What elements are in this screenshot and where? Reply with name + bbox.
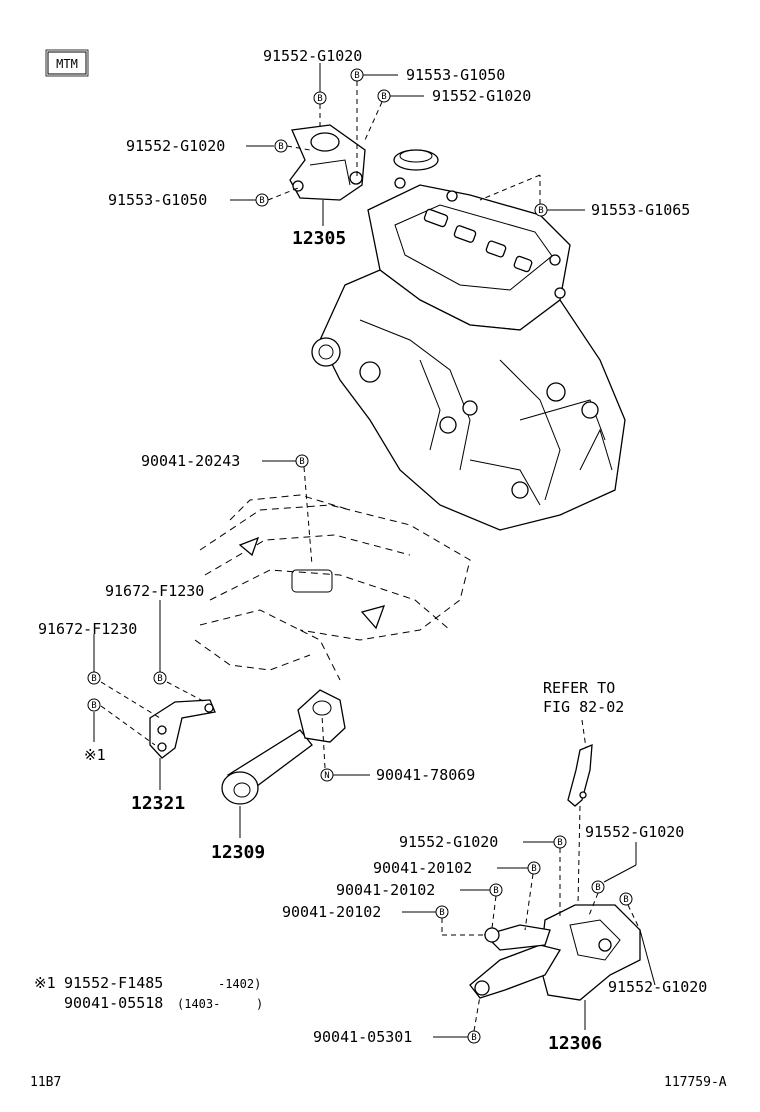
- torque-rod-12309: [221, 689, 346, 805]
- part-number-label: 91553-G1050: [406, 66, 505, 84]
- svg-text:B: B: [278, 142, 283, 152]
- part-number-label: 90041-05301: [313, 1028, 412, 1046]
- reference-bracket: [567, 743, 593, 807]
- vehicle-frame-outline: [194, 494, 471, 681]
- part-number-label: 91552-G1020: [263, 47, 362, 65]
- assembly-number-label: 12321: [131, 793, 185, 814]
- footer-left-code: 11B7: [30, 1075, 61, 1090]
- part-number-label: 91672-F1230: [105, 582, 204, 600]
- bolt-marker: B: [153, 671, 167, 685]
- bolt-marker: B: [467, 1030, 481, 1044]
- bolt-marker: B: [435, 905, 449, 919]
- svg-text:B: B: [531, 864, 536, 874]
- bolt-marker: B: [274, 139, 288, 153]
- svg-text:B: B: [557, 838, 562, 848]
- part-number-label: 90041-20102: [282, 903, 381, 921]
- footnote-date-range: (1403-: [177, 997, 220, 1011]
- svg-text:B: B: [299, 457, 304, 467]
- bolt-marker: B: [377, 89, 391, 103]
- part-number-label: 90041-20102: [373, 859, 472, 877]
- footnote-date-range-close: ): [256, 997, 263, 1011]
- svg-text:B: B: [91, 674, 96, 684]
- bolt-marker: B: [489, 883, 503, 897]
- part-number-label: 91552-G1020: [432, 87, 531, 105]
- bolt-marker: B: [534, 203, 548, 217]
- part-number-label: 91553-G1050: [108, 191, 207, 209]
- assembly-number-label: 12305: [292, 228, 346, 249]
- bracket-12321: [149, 699, 216, 759]
- engine-mount-12305: [289, 124, 366, 201]
- footnote-marker-symbol: ※1: [84, 746, 106, 764]
- bolt-marker: B: [527, 861, 541, 875]
- bolt-marker: B: [591, 880, 605, 894]
- svg-text:B: B: [91, 701, 96, 711]
- part-number-label: 91552-G1020: [399, 833, 498, 851]
- bolt-marker: B: [313, 91, 327, 105]
- svg-text:B: B: [317, 94, 322, 104]
- reference-note-line1: REFER TO: [543, 679, 615, 697]
- bolt-marker: B: [87, 698, 101, 712]
- variant-badge: MTM: [45, 49, 89, 77]
- footnote: ※1 91552-F1485 -1402) 90041-05518 (1403-…: [34, 974, 263, 1012]
- svg-text:B: B: [157, 674, 162, 684]
- svg-text:N: N: [324, 771, 329, 781]
- assembly-number-label: 12309: [211, 842, 265, 863]
- svg-text:B: B: [354, 71, 359, 81]
- footnote-symbol: ※1: [34, 974, 56, 992]
- callout-labels: 91552-G1020 91553-G1050 91552-G1020 9155…: [38, 47, 707, 1054]
- assembly-number-label: 12306: [548, 1033, 602, 1054]
- part-number-label: 91552-G1020: [608, 978, 707, 996]
- svg-text:B: B: [595, 883, 600, 893]
- svg-text:B: B: [493, 886, 498, 896]
- part-number-label: 91672-F1230: [38, 620, 137, 638]
- svg-text:B: B: [381, 92, 386, 102]
- part-number-label: 90041-20102: [336, 881, 435, 899]
- part-number-label: 91552-G1020: [126, 137, 225, 155]
- engine-mount-12306: [469, 904, 641, 1001]
- footnote-date-range: -1402): [218, 977, 261, 991]
- part-number-label: 91552-G1020: [585, 823, 684, 841]
- svg-text:MTM: MTM: [56, 57, 78, 71]
- bolt-marker: B: [295, 454, 309, 468]
- part-number-label: 90041-78069: [376, 766, 475, 784]
- leader-lines: [93, 63, 656, 1038]
- reference-note-line2: FIG 82-02: [543, 698, 624, 716]
- svg-text:B: B: [538, 206, 543, 216]
- svg-text:B: B: [439, 908, 444, 918]
- footnote-part-number: 90041-05518: [64, 994, 163, 1012]
- footer-figure-code: 117759-A: [664, 1075, 727, 1090]
- bolt-marker: B: [350, 68, 364, 82]
- bolt-marker: B: [87, 671, 101, 685]
- footnote-part-number: 91552-F1485: [64, 974, 163, 992]
- fastener-markers: B B B B B B B B B B N B B B B B B B: [87, 68, 633, 1044]
- bolt-marker: B: [619, 892, 633, 906]
- svg-text:B: B: [623, 895, 628, 905]
- svg-text:B: B: [471, 1033, 476, 1043]
- svg-text:B: B: [259, 196, 264, 206]
- part-number-label: 91553-G1065: [591, 201, 690, 219]
- bolt-marker: B: [255, 193, 269, 207]
- nut-marker: N: [320, 768, 334, 782]
- engine-assembly: [311, 149, 626, 531]
- bolt-marker: B: [553, 835, 567, 849]
- part-number-label: 90041-20243: [141, 452, 240, 470]
